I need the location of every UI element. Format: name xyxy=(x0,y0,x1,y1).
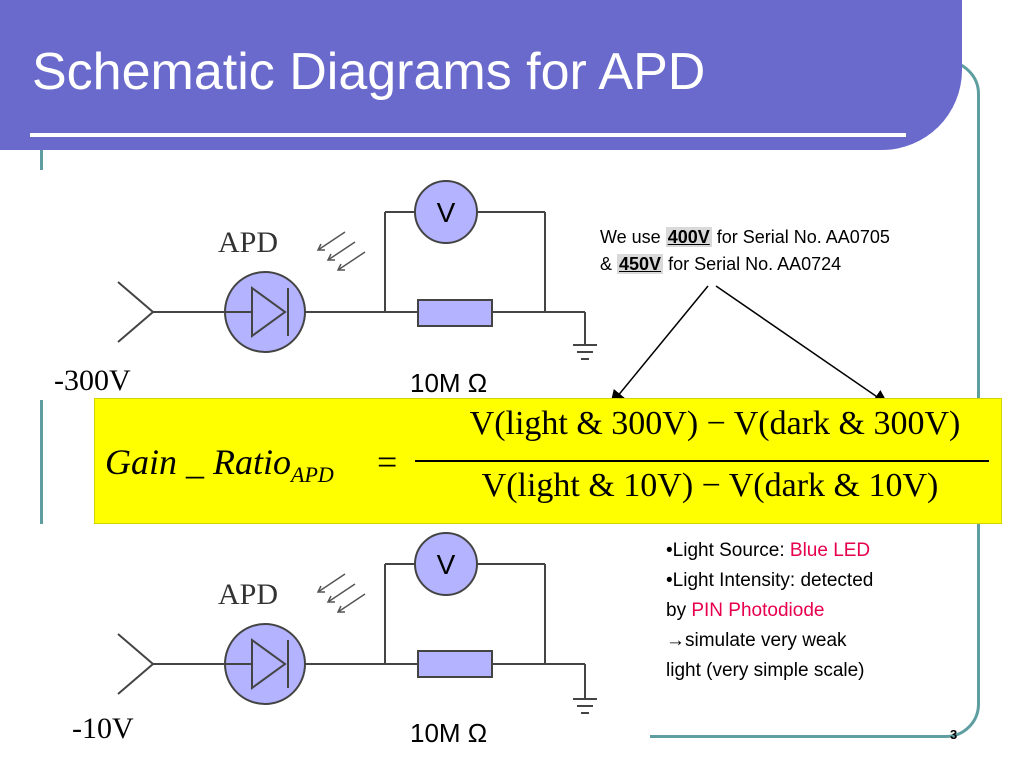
info-line-3: by PIN Photodiode xyxy=(666,596,873,626)
resistor-icon xyxy=(417,650,493,678)
formula-equals: = xyxy=(377,442,398,482)
title-bar: Schematic Diagrams for APD xyxy=(0,0,962,150)
note-text: We use xyxy=(600,227,666,247)
light-info: •Light Source: Blue LED •Light Intensity… xyxy=(666,536,873,686)
circuit-top: V APD 10M Ω -300V xyxy=(40,170,650,400)
formula-lhs: Gain _ RatioAPD xyxy=(105,441,334,488)
apd-label: APD xyxy=(218,578,278,611)
fraction-bar xyxy=(415,460,989,462)
serial-note-line2: & 450V for Serial No. AA0724 xyxy=(600,251,890,278)
apd-diode-icon xyxy=(224,623,306,705)
voltmeter-label: V xyxy=(437,197,456,228)
circuit-bottom-schematic: V APD 10M Ω -10V xyxy=(40,524,650,754)
info-line-1: •Light Source: Blue LED xyxy=(666,536,873,566)
bias-voltage-label: -10V xyxy=(72,712,134,745)
voltage-450: 450V xyxy=(617,254,664,274)
voltmeter-label: V xyxy=(437,549,456,580)
circuit-background xyxy=(40,524,650,754)
circuit-background xyxy=(40,170,650,400)
info-line-2: •Light Intensity: detected xyxy=(666,570,874,591)
slide-title: Schematic Diagrams for APD xyxy=(32,43,706,101)
formula-lhs-text: Gain _ Ratio xyxy=(105,442,291,482)
info-line-5: light (very simple scale) xyxy=(666,660,865,681)
formula-lhs-subscript: APD xyxy=(291,462,334,488)
serial-note: We use 400V for Serial No. AA0705 & 450V… xyxy=(600,224,890,278)
detector-value: PIN Photodiode xyxy=(691,600,825,621)
voltmeter-icon xyxy=(414,180,478,244)
serial-note-line1: We use 400V for Serial No. AA0705 xyxy=(600,224,890,251)
formula-numerator: V(light & 300V) − V(dark & 300V) xyxy=(469,405,961,442)
page-number: 3 xyxy=(950,727,958,742)
formula-denominator: V(light & 10V) − V(dark & 10V) xyxy=(481,467,939,504)
arrows-icon xyxy=(316,231,366,271)
resistor-label: 10M Ω xyxy=(410,368,487,398)
resistor-icon xyxy=(417,299,493,327)
voltage-400: 400V xyxy=(665,227,712,247)
info-text: by xyxy=(666,600,692,621)
info-line-4: →simulate very weak xyxy=(666,630,847,651)
info-text: •Light Source: xyxy=(666,540,790,561)
arrows-icon xyxy=(316,573,366,613)
title-underline xyxy=(30,133,906,137)
note-text: for Serial No. AA0705 xyxy=(711,227,890,247)
circuit-bottom: V APD 10M Ω -10V xyxy=(40,524,650,754)
note-text: & xyxy=(600,254,618,274)
apd-label: APD xyxy=(218,226,278,259)
resistor-label: 10M Ω xyxy=(410,718,487,748)
voltmeter-icon xyxy=(414,532,478,596)
gain-ratio-formula: Gain _ RatioAPD = V(light & 300V) − V(da… xyxy=(94,398,1002,524)
circuit-top-schematic: V APD 10M Ω -300V xyxy=(40,170,650,400)
light-source-value: Blue LED xyxy=(789,540,871,561)
note-text: for Serial No. AA0724 xyxy=(663,254,842,274)
apd-diode-icon xyxy=(224,271,306,353)
bias-voltage-label: -300V xyxy=(54,364,131,397)
